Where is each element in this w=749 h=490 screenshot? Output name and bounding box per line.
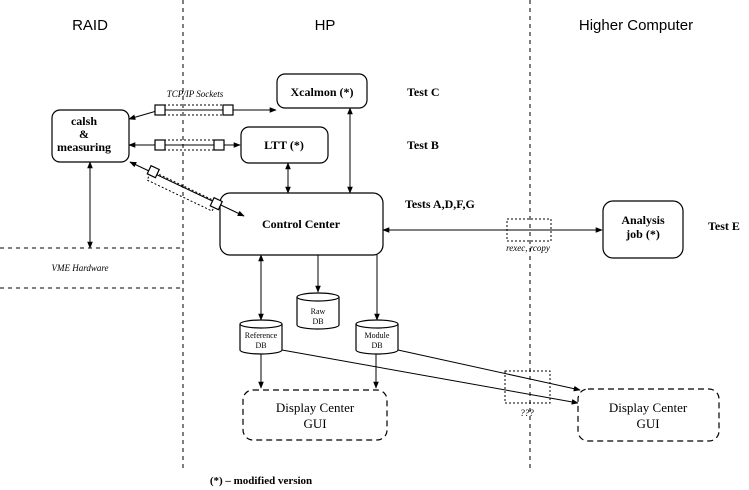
socket-end-right-xcalmon: [222, 104, 234, 116]
xcalmon-box: [276, 73, 368, 109]
module-db-label-line2: DB: [371, 341, 382, 350]
calsh-label-line3: measuring: [57, 140, 111, 154]
rexec-rcopy-label: rexec, rcopy: [506, 243, 550, 253]
test-e-label: Test E: [708, 219, 740, 233]
analysis-label-line1: Analysis: [621, 213, 665, 227]
raw-db-label-line2: DB: [312, 317, 323, 326]
socket-end-right-diagonal: [209, 196, 224, 211]
ltt-box: [240, 126, 329, 164]
arrow-calsh-xcalmon: [128, 107, 277, 120]
socket-end-left-xcalmon: [154, 104, 166, 116]
tests-adfg-label: Tests A,D,F,G: [405, 197, 475, 211]
display-right-label-line1: Display Center: [609, 400, 688, 415]
column-title-higher-computer: Higher Computer: [579, 17, 693, 34]
ltt-label: LTT (*): [264, 138, 304, 152]
module-db-cylinder: [355, 319, 399, 355]
xcalmon-label: Xcalmon (*): [291, 85, 354, 99]
test-b-label: Test B: [407, 138, 439, 152]
socket-connector-diagonal: [146, 170, 218, 212]
socket-end-right-ltt: [213, 139, 225, 151]
socket-end-left-ltt: [154, 139, 166, 151]
display-left-label-line2: GUI: [303, 416, 326, 431]
footnote: (*) – modified version: [210, 475, 312, 487]
vme-hardware-label: VME Hardware: [51, 263, 108, 273]
arrow-module-db-display-right: [397, 349, 581, 392]
socket-end-left-diagonal: [146, 164, 161, 179]
display-right-label-line2: GUI: [636, 416, 659, 431]
analysis-job-box: [602, 200, 684, 259]
reference-db-label-line1: Reference: [245, 331, 278, 340]
control-center-box: [219, 192, 384, 256]
tcpip-sockets-label: TCP/IP Sockets: [167, 89, 224, 99]
display-left-label-line1: Display Center: [276, 400, 355, 415]
arrow-calsh-control-center: [129, 161, 245, 217]
test-c-label: Test C: [407, 85, 440, 99]
display-center-right-box: [577, 388, 720, 442]
analysis-label-line2: job (*): [625, 227, 660, 241]
column-title-raid: RAID: [72, 17, 108, 34]
arrow-reference-db-display-right: [281, 349, 579, 405]
calsh-label-line2: &: [79, 127, 89, 141]
control-center-label: Control Center: [262, 217, 341, 231]
calsh-label-line1: calsh: [71, 114, 97, 128]
column-title-hp: HP: [315, 17, 336, 34]
raw-db-cylinder: [296, 292, 340, 330]
xxx-connector: [504, 370, 551, 404]
module-db-label-line1: Module: [365, 331, 390, 340]
display-center-left-box: [242, 389, 388, 441]
xxx-connector-label: ???: [520, 408, 534, 418]
raw-db-label-line1: Raw: [311, 307, 326, 316]
reference-db-label-line2: DB: [255, 341, 266, 350]
